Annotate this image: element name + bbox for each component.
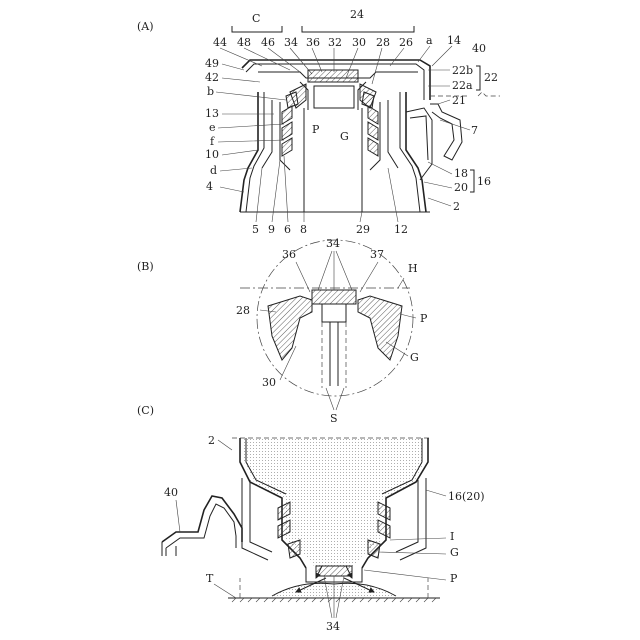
label-6: 6 (284, 223, 291, 236)
c-label-40: 40 (164, 486, 178, 499)
b-nozzle-head (312, 290, 356, 304)
b-label-34: 34 (326, 237, 340, 250)
label-a: a (426, 34, 433, 47)
b-stem-center (330, 322, 338, 386)
c-label-t: T (206, 572, 214, 585)
label-34: 34 (284, 36, 298, 49)
b-right-wall (358, 296, 402, 360)
hook-21 (430, 104, 462, 160)
panel-c-tag: (C) (137, 404, 154, 417)
right-thread-1 (368, 106, 378, 124)
label-29: 29 (356, 223, 370, 236)
label-24: 24 (350, 8, 364, 21)
c-leader-t (214, 584, 236, 598)
bracket-22 (476, 66, 480, 90)
left-thread-3 (282, 138, 292, 156)
left-outer-wall-inner (246, 92, 264, 212)
label-36: 36 (306, 36, 320, 49)
label-20: 20 (454, 181, 468, 194)
label-b: b (207, 85, 214, 98)
collar-16-inner (410, 116, 428, 160)
c-label-34: 34 (326, 620, 340, 633)
c-leader-2 (218, 440, 232, 450)
label-7: 7 (471, 124, 478, 137)
b-label-37: 37 (370, 248, 384, 261)
label-22a: 22a (452, 79, 473, 92)
b-stem-lines (322, 322, 346, 388)
label-g-a: G (340, 130, 349, 143)
c-cap-40-inner (166, 504, 236, 548)
b-nozzle-cavity (322, 304, 346, 322)
right-neck-wall (388, 100, 398, 168)
panel-a: (A) C 24 44 48 46 34 36 32 30 28 26 a 14… (137, 8, 500, 236)
label-d: d (210, 164, 217, 177)
label-46: 46 (261, 36, 275, 49)
c-label-i: I (450, 530, 454, 543)
c-cap-40-feet (162, 542, 176, 556)
label-14: 14 (447, 34, 461, 47)
label-13: 13 (205, 107, 219, 120)
left-thread-1 (282, 106, 292, 124)
b-label-p: P (420, 312, 428, 325)
label-2: 2 (453, 200, 460, 213)
left-thread-2 (282, 122, 292, 140)
b-left-wall (268, 296, 312, 360)
b-label-28: 28 (236, 304, 250, 317)
right-thread-2 (368, 122, 378, 140)
label-c: C (252, 12, 260, 25)
label-8: 8 (300, 223, 307, 236)
label-28: 28 (376, 36, 390, 49)
label-32: 32 (328, 36, 342, 49)
c-leader-p (364, 570, 446, 580)
nozzle-cavity (314, 86, 354, 108)
bracket-c (232, 26, 282, 32)
c-label-g: G (450, 546, 459, 559)
c-leader-g (378, 552, 446, 554)
label-40: 40 (472, 42, 486, 55)
label-e: e (209, 121, 216, 134)
c-label-2: 2 (208, 434, 215, 447)
b-label-30: 30 (262, 376, 276, 389)
label-12: 12 (394, 223, 408, 236)
label-4: 4 (206, 180, 213, 193)
c-leader-16-20 (426, 490, 446, 496)
panel-c: (C) (137, 404, 485, 633)
label-16: 16 (477, 175, 491, 188)
c-leader-40 (176, 500, 180, 532)
label-48: 48 (237, 36, 251, 49)
label-f: f (210, 135, 215, 148)
panel-b: (B) 34 36 37 H 28 P G 30 S (137, 237, 428, 425)
label-9: 9 (268, 223, 275, 236)
label-22b: 22b (452, 64, 473, 77)
panel-b-tag: (B) (137, 260, 154, 273)
liquid-fill (244, 438, 424, 566)
label-22: 22 (484, 71, 498, 84)
left-leaders (216, 64, 286, 192)
b-label-g: G (410, 351, 419, 364)
nozzle-head (308, 70, 358, 82)
right-thread-3 (368, 138, 378, 156)
label-30: 30 (352, 36, 366, 49)
label-5: 5 (252, 223, 259, 236)
label-44: 44 (213, 36, 227, 49)
bracket-24 (302, 26, 414, 32)
bracket-16 (470, 170, 474, 192)
label-26: 26 (399, 36, 413, 49)
c-label-p: P (450, 572, 458, 585)
b-label-h: H (408, 262, 418, 275)
label-10: 10 (205, 148, 219, 161)
label-42: 42 (205, 71, 219, 84)
c-cap-40 (162, 496, 242, 542)
panel-a-tag: (A) (137, 20, 154, 33)
label-18: 18 (454, 167, 468, 180)
label-49: 49 (205, 57, 219, 70)
label-p-a: P (312, 123, 320, 136)
b-label-s: S (330, 412, 338, 425)
b-label-36: 36 (282, 248, 296, 261)
c-label-16-20: 16(20) (448, 490, 485, 503)
